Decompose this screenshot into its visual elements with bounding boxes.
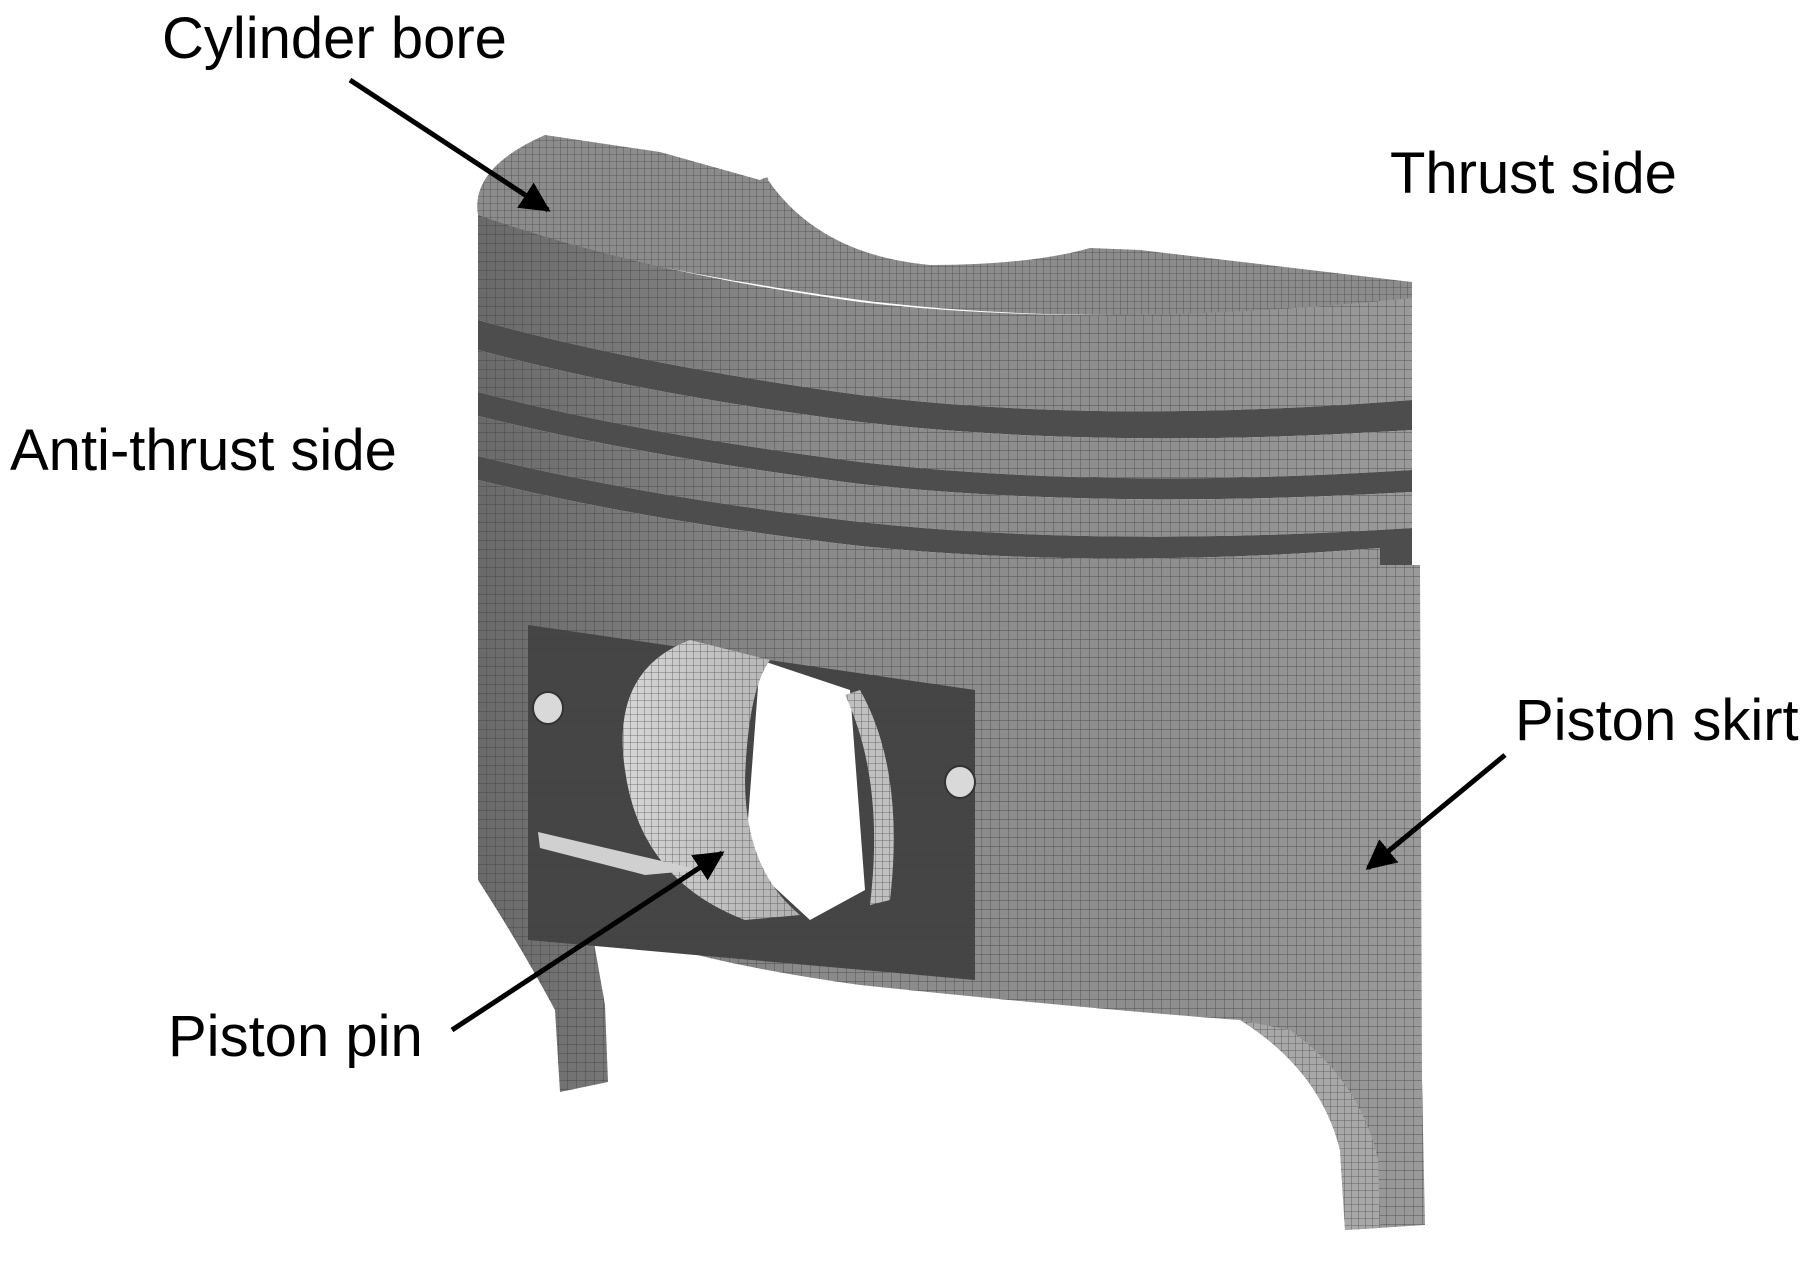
arrow-piston-pin: [450, 850, 725, 1033]
arrow-cylinder-bore: [348, 77, 551, 213]
annotation-arrows: [348, 77, 1507, 1033]
label-anti-thrust-side: Anti-thrust side: [10, 418, 397, 483]
ring-grooves: [478, 320, 1412, 565]
piston-top-face: [477, 135, 1413, 315]
label-piston-pin: Piston pin: [168, 1004, 423, 1069]
pin-boss-window: [528, 625, 976, 980]
arrow-piston-skirt: [1365, 753, 1507, 870]
label-piston-skirt: Piston skirt: [1515, 688, 1799, 753]
label-cylinder-bore: Cylinder bore: [162, 6, 507, 71]
piston-crown-side: [478, 215, 1412, 412]
label-thrust-side: Thrust side: [1390, 141, 1677, 206]
